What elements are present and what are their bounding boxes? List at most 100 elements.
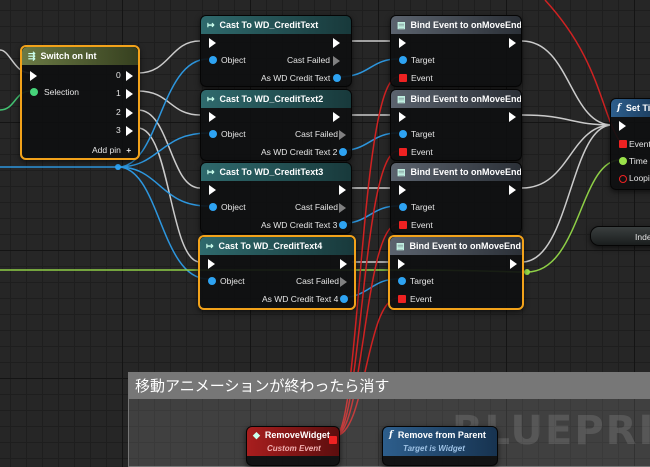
exec-out-pin[interactable]: [333, 38, 340, 48]
as-credit-text-label: As WD Credit Text 2: [261, 147, 338, 157]
node-header: ⇶ Switch on Int: [22, 47, 138, 65]
exec-in-pin[interactable]: [30, 71, 37, 81]
event-pin[interactable]: [399, 221, 407, 229]
object-pin[interactable]: [208, 277, 216, 285]
object-wire: [117, 166, 209, 207]
object-label: Object: [221, 129, 246, 139]
exec-in-pin[interactable]: [209, 38, 216, 48]
bind-event-node-1[interactable]: ▤Bind Event to onMoveEnd Target Event: [390, 15, 522, 87]
event-pin[interactable]: [399, 74, 407, 82]
exec-out-3-pin[interactable]: [126, 126, 133, 136]
bind-event-node-3[interactable]: ▤Bind Event to onMoveEnd Target Event: [390, 162, 522, 234]
looping-label: Loopi: [629, 173, 650, 183]
reroute-dot: [524, 269, 530, 275]
exec-out-pin[interactable]: [339, 185, 346, 195]
cast-node-2[interactable]: ↦Cast To WD_CreditText2 Object Cast Fail…: [200, 89, 352, 161]
remove-widget-event-node[interactable]: ◆ RemoveWidget Custom Event: [246, 426, 340, 466]
node-header: ▤Bind Event to onMoveEnd: [390, 237, 522, 255]
target-pin[interactable]: [398, 277, 406, 285]
float-wire: [526, 159, 621, 273]
exec-in-pin[interactable]: [209, 112, 216, 122]
node-header: f Remove from Parent Target is Widget: [383, 427, 497, 456]
exec-in-pin[interactable]: [208, 259, 215, 269]
add-pin-button[interactable]: Add pin +: [92, 145, 131, 155]
target-pin[interactable]: [399, 203, 407, 211]
cast-failed-pin[interactable]: [340, 277, 347, 287]
exec-in-pin[interactable]: [398, 259, 405, 269]
event-pin[interactable]: [619, 140, 627, 148]
object-wire: [117, 132, 209, 168]
cast-node-4[interactable]: ↦Cast To WD_CreditText4 Object Cast Fail…: [198, 235, 356, 310]
time-pin[interactable]: [619, 157, 627, 165]
selection-label: Selection: [44, 87, 79, 97]
as-credit-text-label: As WD Credit Text 3: [261, 220, 338, 230]
looping-pin[interactable]: [619, 175, 627, 183]
object-label: Object: [220, 276, 245, 286]
target-label: Target: [411, 55, 435, 65]
function-icon: f: [389, 430, 393, 440]
cast-failed-pin[interactable]: [339, 203, 346, 213]
as-credit-text-pin[interactable]: [333, 74, 341, 82]
exec-out-pin[interactable]: [333, 112, 340, 122]
object-pin[interactable]: [209, 130, 217, 138]
cast-failed-label: Cast Failed: [295, 129, 338, 139]
exec-wire: [521, 40, 613, 126]
object-pin[interactable]: [209, 56, 217, 64]
target-pin[interactable]: [399, 56, 407, 64]
exec-out-pin[interactable]: [509, 185, 516, 195]
exec-in-pin[interactable]: [399, 38, 406, 48]
object-label: Object: [221, 55, 246, 65]
node-header: ▤Bind Event to onMoveEnd: [391, 16, 521, 34]
output-label-2: 2: [116, 107, 121, 117]
object-pin[interactable]: [209, 203, 217, 211]
bind-event-icon: ▤: [397, 93, 406, 104]
cast-node-3[interactable]: ↦Cast To WD_CreditText3 Object Cast Fail…: [200, 162, 352, 234]
switch-on-int-node[interactable]: ⇶ Switch on Int Selection 0 1 2 3 Add pi…: [20, 45, 140, 160]
object-wire: [117, 166, 209, 280]
index-label: Inde: [635, 232, 650, 242]
exec-in-pin[interactable]: [619, 121, 626, 131]
event-pin[interactable]: [399, 148, 407, 156]
remove-from-parent-node[interactable]: f Remove from Parent Target is Widget: [382, 426, 498, 466]
event-icon: ◆: [253, 430, 260, 440]
as-credit-text-label: As WD Credit Text: [261, 73, 331, 83]
cast-failed-label: Cast Failed: [296, 276, 339, 286]
exec-wire: [137, 109, 201, 189]
node-title: Cast To WD_CreditText: [219, 20, 319, 30]
target-pin[interactable]: [399, 130, 407, 138]
event-label: Event: [629, 139, 650, 149]
output-label-3: 3: [116, 125, 121, 135]
event-label: Event: [411, 220, 433, 230]
as-credit-text-pin[interactable]: [339, 221, 347, 229]
comment-box[interactable]: 移動アニメーションが終わったら消す: [128, 372, 650, 467]
node-title: Cast To WD_CreditText3: [219, 167, 324, 177]
node-subtitle: Custom Event: [267, 444, 321, 453]
exec-out-pin[interactable]: [510, 259, 517, 269]
selection-pin[interactable]: [30, 88, 38, 96]
as-credit-text-pin[interactable]: [340, 295, 348, 303]
exec-out-pin[interactable]: [340, 259, 347, 269]
index-node[interactable]: Inde: [590, 226, 650, 246]
node-title: Bind Event to onMoveEnd: [410, 167, 521, 177]
exec-out-2-pin[interactable]: [126, 108, 133, 118]
exec-in-pin[interactable]: [209, 185, 216, 195]
exec-out-pin[interactable]: [509, 38, 516, 48]
exec-out-0-pin[interactable]: [126, 71, 133, 81]
bind-event-node-4[interactable]: ▤Bind Event to onMoveEnd Target Event: [388, 235, 524, 310]
event-pin[interactable]: [398, 295, 406, 303]
delegate-out-pin[interactable]: [329, 436, 337, 444]
target-label: Target: [410, 276, 434, 286]
exec-wire: [137, 127, 201, 263]
cast-failed-pin[interactable]: [339, 130, 346, 140]
as-credit-text-pin[interactable]: [339, 148, 347, 156]
cast-node-1[interactable]: ↦Cast To WD_CreditText Object Cast Faile…: [200, 15, 352, 87]
cast-failed-pin[interactable]: [333, 56, 340, 66]
exec-in-pin[interactable]: [399, 112, 406, 122]
cast-icon: ↦: [206, 240, 214, 251]
exec-out-1-pin[interactable]: [126, 89, 133, 99]
exec-out-pin[interactable]: [509, 112, 516, 122]
bind-event-node-2[interactable]: ▤Bind Event to onMoveEnd Target Event: [390, 89, 522, 161]
exec-in-pin[interactable]: [399, 185, 406, 195]
event-label: Event: [411, 147, 433, 157]
